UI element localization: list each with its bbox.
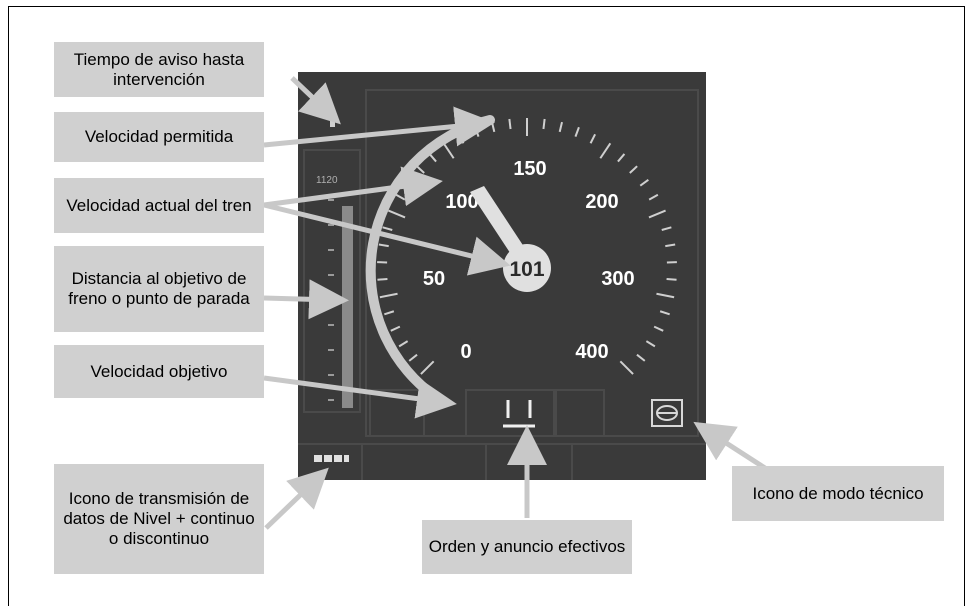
dial-tick xyxy=(648,209,666,219)
dial-tick xyxy=(428,153,437,163)
dial-tick xyxy=(508,118,512,130)
scale-label-300: 300 xyxy=(601,268,634,290)
arrow-technical-mode xyxy=(693,421,770,473)
arrow-current-speed-2 xyxy=(263,202,511,276)
dial-tick xyxy=(645,340,656,348)
dial-tick xyxy=(442,142,455,159)
permitted-speed-arc xyxy=(365,115,495,405)
dial-tick xyxy=(659,310,670,316)
label-technical-mode: Icono de modo técnico xyxy=(732,466,944,521)
callout-arrows xyxy=(263,76,770,530)
arrow-target-speed xyxy=(263,375,457,419)
dial-tick xyxy=(629,165,638,174)
dial-tick xyxy=(390,325,401,332)
dial-tick xyxy=(384,310,395,316)
data-transmission-icon xyxy=(314,455,349,462)
dial-tick xyxy=(574,126,580,137)
distance-bar xyxy=(342,206,353,408)
scale-label-200: 200 xyxy=(585,191,618,213)
arrow-current-speed-1 xyxy=(263,166,443,208)
dial-tick xyxy=(388,209,406,219)
technical-mode-icon xyxy=(651,399,683,427)
label-target-speed: Velocidad objetivo xyxy=(54,345,264,398)
dial-tick xyxy=(639,179,649,187)
bottom-cell-3 xyxy=(555,389,605,437)
arrow-distance xyxy=(263,279,349,320)
panel-grid xyxy=(298,89,706,480)
dial-tick xyxy=(420,360,435,375)
scale-label-100: 100 xyxy=(445,191,478,213)
warning-time-indicator xyxy=(330,121,335,127)
dial-tick xyxy=(648,193,659,201)
scale-label-150: 150 xyxy=(513,158,546,180)
label-current-speed: Velocidad actual del tren xyxy=(54,178,264,233)
bottom-cell-2 xyxy=(465,389,555,437)
dial-tick xyxy=(416,165,425,174)
dial-tick xyxy=(653,325,664,332)
scale-label-0: 0 xyxy=(460,341,471,363)
label-target-distance: Distancia al objetivo de freno o punto d… xyxy=(54,246,264,332)
label-data-transmission: Icono de transmisión de datos de Nivel +… xyxy=(54,464,264,574)
dial-tick xyxy=(395,193,406,201)
dial-tick xyxy=(661,226,672,231)
speed-scale-labels: 0 50 100 150 200 300 400 xyxy=(423,158,635,363)
arrow-permitted-speed xyxy=(263,106,495,148)
distance-area-frame xyxy=(303,149,361,413)
arrow-warning-time xyxy=(290,76,341,125)
dial-tick xyxy=(379,292,398,299)
dial-tick xyxy=(542,118,546,130)
dial-tick xyxy=(599,142,612,159)
scale-label-50: 50 xyxy=(423,268,445,290)
dial-tick xyxy=(589,133,596,144)
dial-tick xyxy=(619,360,634,375)
dial-tick xyxy=(636,353,646,362)
label-effective-order: Orden y anuncio efectivos xyxy=(422,520,632,574)
dial-tick xyxy=(617,153,626,163)
current-speed-value: 101 xyxy=(509,258,544,281)
diagram-frame xyxy=(8,6,965,606)
label-permitted-speed: Velocidad permitida xyxy=(54,112,264,162)
dial-tick xyxy=(656,292,675,299)
dial-tick xyxy=(398,340,409,348)
dial-tick xyxy=(665,243,676,248)
dial-tick xyxy=(558,121,563,133)
arrow-transmission xyxy=(264,467,329,530)
dial-tick xyxy=(378,243,389,248)
distance-scale-top: 1120 xyxy=(316,175,338,186)
dial-tick xyxy=(666,277,677,281)
scale-label-400: 400 xyxy=(575,341,608,363)
order-icon xyxy=(503,400,535,428)
speed-hub xyxy=(503,244,551,292)
dial-tick xyxy=(408,353,418,362)
label-warning-time: Tiempo de aviso hasta intervención xyxy=(54,42,264,97)
dial-tick xyxy=(377,277,388,281)
dial-tick xyxy=(382,226,393,231)
